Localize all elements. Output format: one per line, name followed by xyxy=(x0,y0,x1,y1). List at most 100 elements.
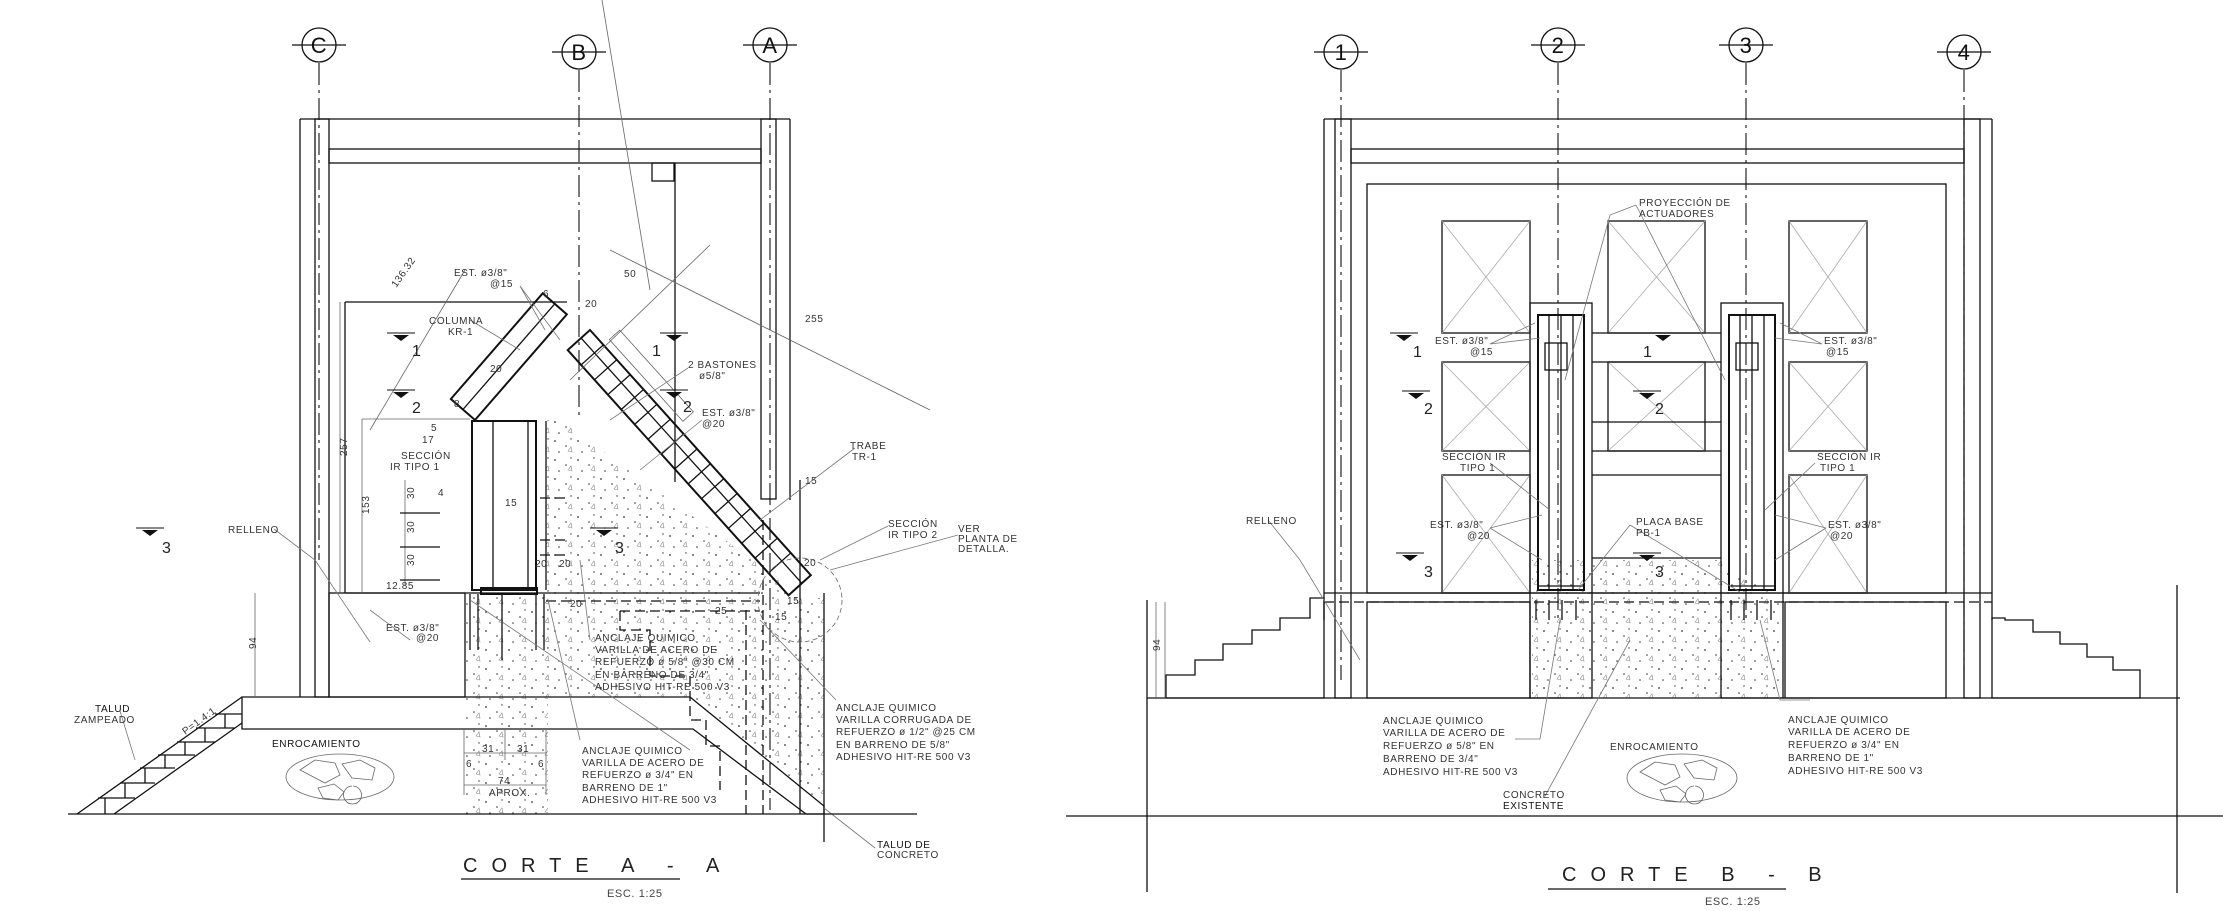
svg-text:2: 2 xyxy=(1424,401,1434,418)
svg-text:30: 30 xyxy=(406,554,417,566)
svg-text:B: B xyxy=(571,40,586,65)
leaders-a xyxy=(119,285,959,849)
svg-text:ENROCAMIENTO: ENROCAMIENTO xyxy=(1610,742,1699,753)
svg-text:1: 1 xyxy=(1413,344,1423,361)
svg-text:ADHESIVO HIT-RE 500 V3: ADHESIVO HIT-RE 500 V3 xyxy=(1788,766,1923,777)
svg-text:94: 94 xyxy=(248,637,259,649)
svg-text:VARILLA CORRUGADA DE: VARILLA CORRUGADA DE xyxy=(836,715,972,726)
svg-text:@20: @20 xyxy=(1467,531,1490,542)
svg-text:3: 3 xyxy=(1424,564,1434,581)
svg-text:30: 30 xyxy=(406,521,417,533)
svg-text:2 BASTONES: 2 BASTONES xyxy=(688,360,757,371)
svg-text:SECCIÓN IR: SECCIÓN IR xyxy=(1442,450,1506,463)
svg-text:@20: @20 xyxy=(416,633,439,644)
svg-text:KR-1: KR-1 xyxy=(448,327,473,338)
svg-text:4: 4 xyxy=(438,488,444,499)
svg-text:ANCLAJE QUIMICO: ANCLAJE QUIMICO xyxy=(1788,715,1889,726)
svg-text:IR TIPO 2: IR TIPO 2 xyxy=(888,530,938,541)
svg-text:CONCRETO: CONCRETO xyxy=(1503,790,1565,801)
svg-text:EST. ø3/8": EST. ø3/8" xyxy=(702,408,755,419)
svg-text:IR TIPO 1: IR TIPO 1 xyxy=(390,462,440,473)
svg-text:ENROCAMIENTO: ENROCAMIENTO xyxy=(272,739,361,750)
svg-text:TIPO 1: TIPO 1 xyxy=(1820,463,1855,474)
svg-text:APROX.: APROX. xyxy=(489,788,530,799)
svg-text:EXISTENTE: EXISTENTE xyxy=(1503,801,1564,812)
svg-text:PLACA BASE: PLACA BASE xyxy=(1636,517,1704,528)
svg-text:15: 15 xyxy=(505,498,517,509)
grid-bubble-4: 4 xyxy=(1937,34,1991,70)
svg-text:VARILLA DE ACERO DE: VARILLA DE ACERO DE xyxy=(1383,728,1505,739)
concrete-wedge-a xyxy=(546,420,824,808)
svg-text:PLANTA DE: PLANTA DE xyxy=(958,534,1018,545)
beam-tr1 xyxy=(566,328,813,597)
level-marker-icon xyxy=(386,332,416,342)
svg-text:74: 74 xyxy=(498,776,510,787)
grid-bubble-c: C xyxy=(292,27,346,63)
svg-text:94: 94 xyxy=(1152,639,1163,651)
svg-text:31: 31 xyxy=(482,744,494,755)
svg-text:RELLENO: RELLENO xyxy=(228,525,279,536)
svg-text:ANCLAJE QUIMICO: ANCLAJE QUIMICO xyxy=(836,703,937,714)
svg-text:ADHESIVO HIT-RE 500 V3: ADHESIVO HIT-RE 500 V3 xyxy=(836,752,971,763)
svg-text:TR-1: TR-1 xyxy=(852,452,877,463)
note-anclaje-1-2: ANCLAJE QUIMICO VARILLA CORRUGADA DE REF… xyxy=(836,703,975,763)
svg-text:3: 3 xyxy=(162,540,172,557)
concreto-existente xyxy=(1532,560,1783,698)
svg-text:A: A xyxy=(762,33,777,58)
svg-text:ADHESIVO HIT-RE 500 V3: ADHESIVO HIT-RE 500 V3 xyxy=(1383,767,1518,778)
section-title-b: CORTE B - B xyxy=(1562,864,1836,886)
svg-text:1: 1 xyxy=(1335,40,1348,65)
svg-text:RELLENO: RELLENO xyxy=(1246,516,1297,527)
note-anclaje-b-3-4: ANCLAJE QUIMICO VARILLA DE ACERO DE REFU… xyxy=(1788,715,1923,777)
svg-text:SECCIÓN IR: SECCIÓN IR xyxy=(1817,450,1881,463)
svg-text:PROYECCIÓN DE: PROYECCIÓN DE xyxy=(1639,196,1731,209)
svg-text:@15: @15 xyxy=(490,279,513,290)
svg-text:3: 3 xyxy=(1740,33,1753,58)
fill-relleno-b-right xyxy=(1784,601,1947,699)
svg-text:@15: @15 xyxy=(1470,347,1493,358)
steps-right xyxy=(1991,617,2141,699)
svg-text:REFUERZO ø 3/4" EN: REFUERZO ø 3/4" EN xyxy=(1788,740,1900,751)
fill-relleno-b-left xyxy=(1366,601,1531,699)
level-marker-icon xyxy=(1632,552,1662,562)
svg-text:TIPO 1: TIPO 1 xyxy=(1460,463,1495,474)
svg-text:1: 1 xyxy=(1643,344,1653,361)
svg-text:VARILLA DE ACERO DE: VARILLA DE ACERO DE xyxy=(595,645,717,656)
svg-text:15: 15 xyxy=(787,596,799,607)
svg-text:20: 20 xyxy=(535,559,547,570)
level-marker-icon xyxy=(659,389,689,399)
enrocamiento-symbol-a xyxy=(285,753,395,805)
level-markers-b: 1 2 3 1 2 3 xyxy=(1389,332,1678,581)
svg-text:C: C xyxy=(311,33,328,58)
note-anclaje-b-5-8: ANCLAJE QUIMICO VARILLA DE ACERO DE REFU… xyxy=(1383,716,1518,778)
svg-text:REFUERZO ø 3/4" EN: REFUERZO ø 3/4" EN xyxy=(582,770,694,781)
svg-text:50: 50 xyxy=(624,269,636,280)
svg-text:BARRENO DE 3/4": BARRENO DE 3/4" xyxy=(1383,754,1478,765)
svg-text:ZAMPEADO: ZAMPEADO xyxy=(74,715,135,726)
svg-text:2: 2 xyxy=(1655,401,1665,418)
svg-text:ACTUADORES: ACTUADORES xyxy=(1639,209,1714,220)
level-marker-icon xyxy=(1389,332,1419,342)
level-marker-icon xyxy=(1632,390,1662,400)
svg-text:20: 20 xyxy=(570,599,582,610)
level-markers-a: 1 2 1 2 3 3 xyxy=(135,332,692,557)
svg-text:12.85: 12.85 xyxy=(386,581,414,592)
svg-text:ANCLAJE QUIMICO: ANCLAJE QUIMICO xyxy=(582,746,683,757)
frame-a xyxy=(299,118,791,698)
svg-text:REFUERZO ø 5/8" @30 CM: REFUERZO ø 5/8" @30 CM xyxy=(595,657,735,668)
svg-text:SECCIÓN: SECCIÓN xyxy=(401,449,451,462)
svg-text:257: 257 xyxy=(339,438,350,457)
svg-text:VER: VER xyxy=(958,524,980,535)
svg-text:8: 8 xyxy=(454,399,460,410)
level-marker-icon xyxy=(1395,552,1425,562)
svg-text:2: 2 xyxy=(1552,33,1565,58)
grid-bubble-3: 3 xyxy=(1719,27,1773,63)
grid-bubble-a: A xyxy=(743,27,797,63)
svg-text:BARRENO DE 1": BARRENO DE 1" xyxy=(582,783,668,794)
level-marker-icon xyxy=(135,527,165,537)
svg-text:3: 3 xyxy=(1655,564,1665,581)
leaders-b xyxy=(1164,204,1827,797)
svg-text:2: 2 xyxy=(412,400,422,417)
svg-text:17: 17 xyxy=(422,435,434,446)
